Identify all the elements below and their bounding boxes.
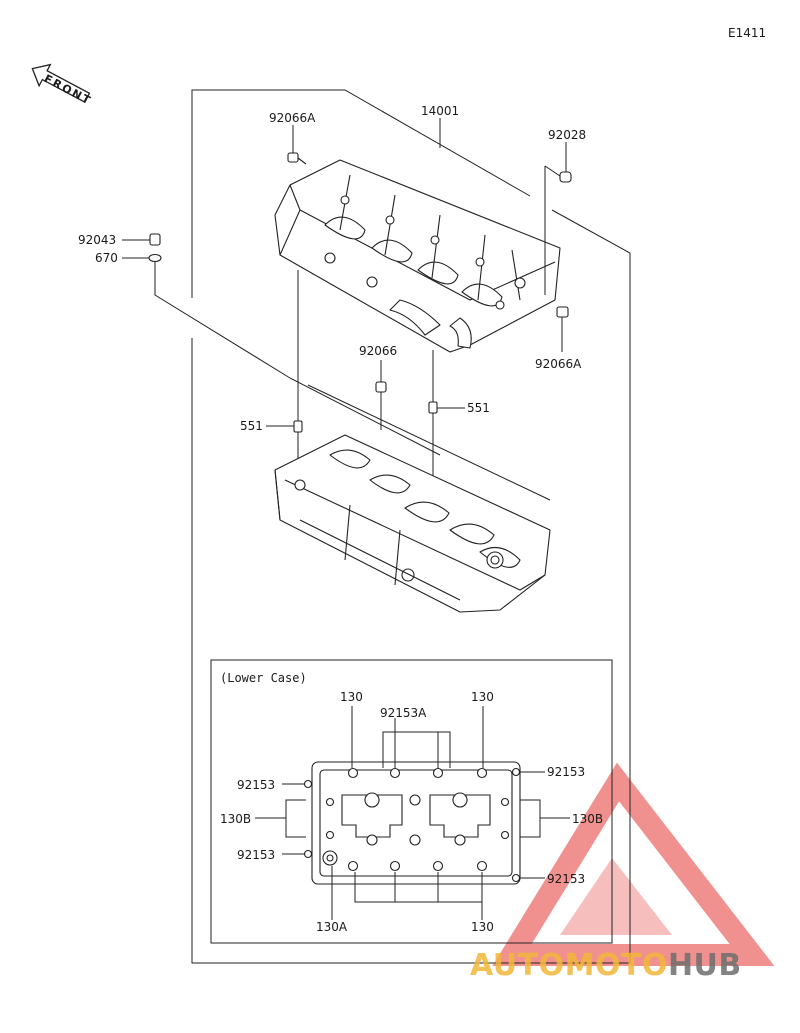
lower-case-inset-frame (210, 659, 613, 944)
leader-oring (154, 262, 291, 379)
lower-case-bottom-view (311, 761, 521, 885)
assembly-outline (191, 89, 631, 964)
label-92153-right-bottom: 92153 (547, 872, 586, 886)
watermark-logo-icon (492, 762, 775, 966)
lower-crankcase (274, 434, 551, 613)
label-670: 670 (95, 251, 118, 265)
watermark-part1: AUTOMOTO (470, 948, 668, 983)
inset-title: (Lower Case) (220, 671, 307, 685)
cap-92028-icon (559, 171, 572, 183)
label-130-bottom: 130 (471, 920, 494, 934)
cap-92066A-top-icon (287, 152, 307, 165)
label-551-right: 551 (467, 401, 490, 415)
label-130-left: 130 (340, 690, 363, 704)
label-92066A-top: 92066A (269, 111, 316, 125)
label-551-left: 551 (240, 419, 263, 433)
oring-670-icon (148, 253, 162, 263)
label-92066: 92066 (359, 344, 398, 358)
label-92066A-right: 92066A (535, 357, 582, 371)
label-14001: 14001 (421, 104, 460, 118)
cap-92066-icon (375, 381, 387, 393)
dowel-551-right-icon (428, 401, 438, 414)
upper-crankcase (274, 159, 561, 353)
lower-case-bolts (303, 767, 521, 883)
label-92153-left-top: 92153 (237, 778, 276, 792)
label-92153-left-bottom: 92153 (237, 848, 276, 862)
diagram-code: E1411 (728, 26, 767, 40)
label-130B-right: 130B (572, 812, 604, 826)
label-92043: 92043 (78, 233, 117, 247)
plug-92043-icon (149, 233, 161, 246)
label-130A: 130A (316, 920, 348, 934)
watermark-text: AUTOMOTOHUB (470, 948, 742, 983)
watermark-part2: HUB (667, 948, 742, 983)
label-92153A: 92153A (380, 706, 427, 720)
label-130B-left: 130B (220, 812, 252, 826)
front-arrow-icon (31, 63, 91, 103)
cap-92066A-right-icon (556, 306, 569, 318)
inset-leaders (255, 706, 570, 920)
label-92028: 92028 (548, 128, 587, 142)
label-92153-right-top: 92153 (547, 765, 586, 779)
label-130-right: 130 (471, 690, 494, 704)
dowel-551-left-icon (293, 420, 303, 433)
